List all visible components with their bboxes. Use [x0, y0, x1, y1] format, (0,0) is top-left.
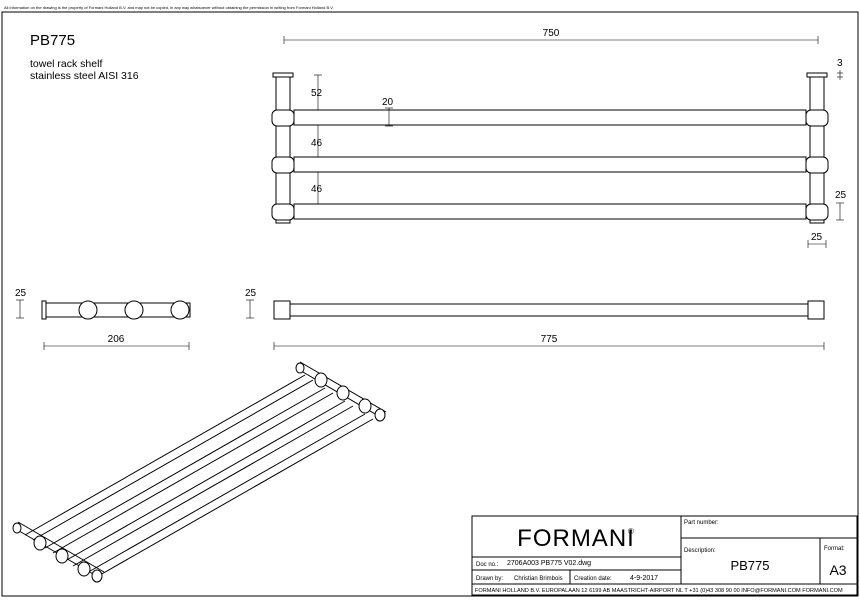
brand-logo: FORMANI: [517, 525, 635, 552]
format-value: A3: [829, 562, 846, 578]
bar-middle: [293, 156, 807, 173]
sheet-border: [1, 11, 859, 597]
side-rail: [41, 302, 191, 318]
dim-46-a: 46: [311, 138, 323, 149]
doc-no-label: Doc no.:: [476, 562, 499, 568]
dim-206: 206: [108, 334, 125, 345]
dim-25-end-height: 25: [835, 190, 847, 201]
dim-20: 20: [382, 97, 394, 108]
left-post: [275, 74, 291, 224]
side-bar-1: [78, 300, 98, 320]
product-name: towel rack shelf: [30, 58, 102, 70]
company-footer: FORMANI HOLLAND B.V. EUROPALAAN 12 6199 …: [475, 588, 843, 594]
plan-view: 25 775: [245, 288, 825, 350]
title-block: FORMANI ® Part number: Description: PB77…: [471, 515, 858, 596]
front-elevation-view: 750 52 46 46 20 3: [271, 28, 847, 248]
product-code: PB775: [30, 32, 75, 49]
creation-date-label: Creation date:: [574, 576, 612, 582]
right-post: [809, 74, 825, 224]
side-view: 25 206: [15, 288, 191, 350]
side-bar-2: [124, 300, 144, 320]
copyright-notice: All information on the drawing is the pr…: [4, 5, 334, 10]
plan-bar: [289, 303, 809, 317]
part-number-label: Part number:: [684, 520, 719, 526]
product-material: stainless steel AISI 316: [30, 70, 139, 82]
bar-top: [293, 109, 807, 126]
format-label: Format:: [824, 546, 845, 552]
description-label: Description:: [684, 548, 716, 554]
doc-no-value: 2706A003 PB775 V02.dwg: [507, 560, 591, 567]
dim-775: 775: [541, 334, 558, 345]
isometric-view: [12, 361, 387, 583]
bar-bottom: [293, 203, 807, 220]
dim-46-b: 46: [311, 184, 323, 195]
dim-25-front: 25: [245, 288, 257, 299]
dim-25-end-width: 25: [811, 232, 823, 243]
drawn-by-value: Christian Brimbois: [514, 576, 563, 582]
dim-3: 3: [837, 58, 843, 69]
side-bar-3: [170, 300, 190, 320]
drawn-by-label: Drawn by:: [476, 576, 503, 582]
dim-750: 750: [543, 28, 560, 39]
dim-52: 52: [311, 88, 323, 99]
registered-mark: ®: [628, 527, 634, 536]
dim-25-side: 25: [15, 288, 27, 299]
description-value: PB775: [730, 558, 769, 573]
creation-date-value: 4-9-2017: [630, 575, 658, 582]
